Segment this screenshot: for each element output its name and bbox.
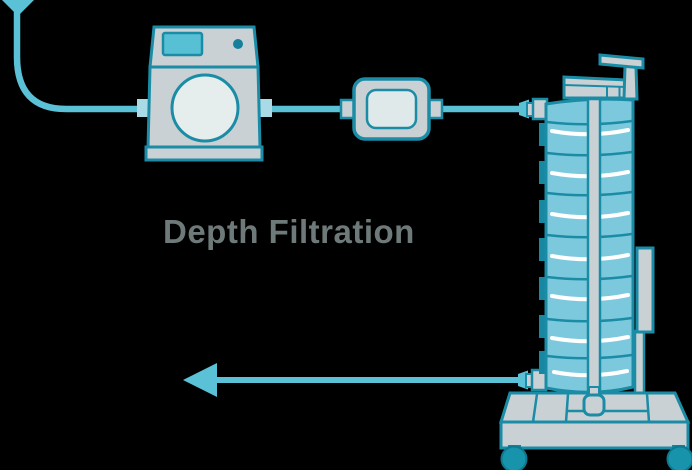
top-bracket-post [622,64,639,101]
top-bracket-cap [598,53,645,70]
flow-down-arrow-icon [2,0,34,16]
clamp-tab [539,200,548,223]
manifold-divider-lines [606,86,621,98]
pump-knob [233,39,243,49]
clamp-tab [539,315,548,338]
column-side-panel [635,246,655,334]
clamp-tab [539,277,548,300]
pump-base [144,145,264,162]
depth-filter-column [518,53,655,397]
drain-valve [582,393,606,417]
clamp-tab [539,123,548,146]
feed-tube [2,0,520,113]
clamp-tab [539,351,548,374]
clamp-tab [539,161,548,184]
column-top-bracket [598,53,645,101]
caster-wheel [666,445,692,470]
diagram-title: Depth Filtration [163,213,415,250]
feed-tube-line [13,12,520,113]
column-support-rail [633,329,646,397]
column-manifold [562,75,629,100]
pump-display [161,31,204,57]
clamp-tab [539,238,548,261]
column-clamp-tabs [539,123,548,374]
caster-left [500,445,528,470]
cart-deck-seams [531,393,651,423]
cart-front [499,420,690,450]
inline-filter-capsule [339,77,444,141]
column-inlet-fitting [519,97,549,121]
column-center-rod [586,97,602,394]
capsule-window [365,88,418,130]
outlet-tube [183,363,521,397]
pump-rotor [170,73,240,143]
manifold-lip-line [563,84,628,88]
pump-port-right [257,99,272,117]
caster-right [666,445,692,470]
peristaltic-pump [137,25,272,162]
column-cart [498,386,692,470]
caster-wheel [500,445,528,470]
flow-left-arrow-icon [183,363,217,397]
